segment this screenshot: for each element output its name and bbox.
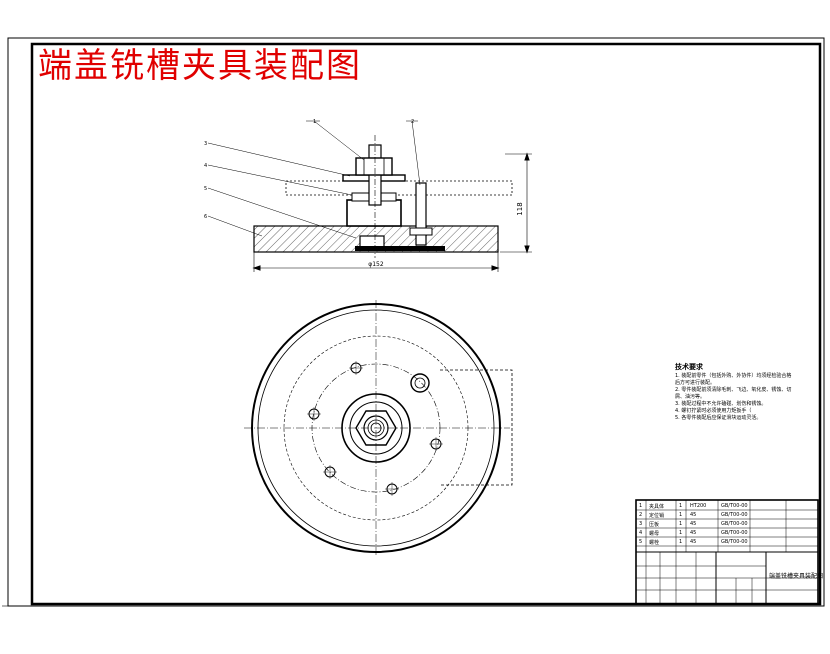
clamp-plate-outline — [285, 180, 513, 196]
leader-3 — [207, 142, 351, 177]
clamp-plate-plan — [440, 369, 513, 486]
callout-number: 5 — [204, 186, 207, 192]
bom-code: GB/T00-00 — [721, 539, 748, 545]
title-block — [635, 499, 819, 605]
leader-5 — [207, 187, 357, 239]
callout-number: 1 — [313, 119, 316, 125]
bolt-holes — [307, 361, 443, 496]
technical-note: 3. 装配过程中不允许磕碰、划伤和锈蚀。 — [675, 401, 767, 407]
technical-notes-heading: 技术要求 — [675, 363, 703, 371]
leader-4 — [207, 164, 353, 196]
bom-material: HT200 — [690, 503, 707, 509]
inner-border — [30, 42, 822, 606]
outer-border — [7, 37, 825, 607]
callout-number: 2 — [411, 119, 414, 125]
bom-material: 45 — [690, 530, 697, 536]
bom-no: 5 — [639, 539, 643, 545]
leader-2 — [411, 120, 421, 186]
bom-qty: 1 — [679, 503, 683, 509]
bom-no: 1 — [639, 503, 643, 509]
title-block-drawing-name: 端盖铣槽夹具装配图 — [769, 573, 824, 580]
leader-1 — [313, 120, 365, 161]
callout-number: 3 — [204, 141, 207, 147]
bom-qty: 1 — [679, 521, 683, 527]
bom-name: 螺母 — [649, 531, 660, 537]
bom-qty: 1 — [679, 539, 683, 545]
front-section-view — [207, 120, 532, 272]
bom-qty: 1 — [679, 530, 683, 536]
technical-note: 5. 各零件装配后应保证滑块运动灵活。 — [675, 415, 762, 421]
technical-notes: 技术要求 1. 装配前零件（包括外购、外协件）均须经检验合格后方可进行装配。 2… — [675, 364, 795, 422]
locating-pin — [415, 182, 427, 246]
bom-code: GB/T00-00 — [721, 503, 748, 509]
bom-name: 压板 — [649, 522, 660, 528]
bom-material: 45 — [690, 521, 697, 527]
bom-name: 夹具体 — [649, 504, 665, 510]
bom-qty: 1 — [679, 512, 683, 518]
bom-code: GB/T00-00 — [721, 530, 748, 536]
leader-6 — [207, 215, 263, 237]
diameter-dimension-label: φ152 — [368, 261, 384, 268]
bom-material: 45 — [690, 539, 697, 545]
bom-code: GB/T00-00 — [721, 512, 748, 518]
bom-material: 45 — [690, 512, 697, 518]
height-dimension-label: 118 — [516, 202, 524, 215]
bom-no: 2 — [639, 512, 643, 518]
technical-note: 1. 装配前零件（包括外购、外协件）均须经检验合格后方可进行装配。 — [675, 373, 792, 386]
callout-number: 6 — [204, 214, 207, 220]
top-plan-view — [244, 300, 513, 556]
bom-code: GB/T00-00 — [721, 521, 748, 527]
locating-pin-top — [410, 373, 430, 393]
drawing-title: 端盖铣槽夹具装配图 — [38, 46, 362, 86]
hex-nut — [355, 157, 393, 176]
callout-number: 4 — [204, 163, 207, 169]
technical-note: 2. 零件装配前须清除毛刺、飞边、氧化皮、锈蚀、切屑、油污等。 — [675, 387, 792, 400]
technical-note: 4. 螺钉拧紧时必须使用力矩扳手（ — [675, 408, 752, 414]
bom-name: 螺栓 — [649, 540, 660, 546]
bom-no: 4 — [639, 530, 643, 536]
bom-no: 3 — [639, 521, 643, 527]
bom-name: 定位销 — [649, 513, 665, 519]
